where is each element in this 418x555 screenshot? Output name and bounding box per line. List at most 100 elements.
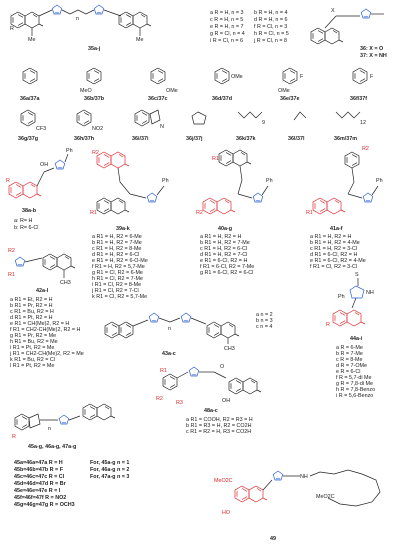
triazole-48 — [188, 366, 200, 377]
triazole-38 — [54, 159, 66, 170]
ring-36j — [191, 111, 207, 125]
variant-35i: i R = Cl, n = 6 — [210, 38, 243, 44]
variant-42c: c R1 = Bu, R2 = H — [10, 309, 54, 315]
triazole-42 — [14, 256, 26, 267]
variant-48b: b R1 = R3 = H, R2 = CO2H — [186, 423, 252, 429]
substituent-row-1: MeO OMe OMe OMe F F 36a/37a 36b/37b 36c/… — [20, 67, 374, 102]
atom-ph-41: Ph — [376, 178, 383, 184]
variants-41: a R1 = H, R2 = H b R1 = H, R2 = 4-Me c R… — [310, 234, 366, 270]
sub-36e-f: F — [300, 74, 304, 80]
label-36a: 36a/37a — [20, 96, 40, 102]
atom-x-36: X — [331, 8, 335, 14]
variant-48a: a R1 = COOH, R2 = R3 = H — [186, 417, 253, 423]
isatin-ring-45 — [28, 413, 41, 429]
variant-42k: k R1 = Bu, R2 = Cl — [10, 357, 55, 363]
compound-42: R2 R1 CH3 42a-l — [8, 248, 75, 294]
variant-35c: c R = H, n = 5 — [210, 17, 243, 23]
ring-36b — [86, 67, 102, 85]
variant-42a: a R1 = Et, R2 = H — [10, 297, 53, 303]
variants-39: a R1 = H, R2 = 6-Me b R1 = H, R2 = 7-Me … — [91, 234, 148, 300]
atom-r2-42: R2 — [8, 248, 15, 254]
variant-45f: 45f=46f=47f R = NO2 — [14, 495, 66, 501]
label-41: 41a-f — [330, 226, 343, 232]
variant-44a: a R = 6-Me — [336, 345, 363, 351]
coumarin-ring-36 — [311, 28, 343, 44]
atom-r2-41: R2 — [362, 146, 369, 152]
variant-43c: c n = 4 — [256, 324, 272, 330]
variant-39f: f R1 = H, R2 = 5,7-Me — [92, 264, 145, 270]
coumarin-ring-35-right — [119, 12, 151, 28]
variant-42f: f R1 = CH2-CH(Me)2, R2 = H — [10, 327, 81, 333]
atom-meo2c-49-b: MeO2C — [316, 494, 335, 500]
atom-ho-49: HO — [222, 510, 230, 516]
coumarin-ring-43 — [207, 322, 239, 338]
atom-r1-39: R1 — [90, 210, 97, 216]
triazole-40 — [252, 192, 264, 203]
atom-ph-44: Ph — [338, 294, 345, 300]
triazolethione-44 — [349, 285, 365, 299]
variant-42h: h R1 = Bu, R2 = Me — [10, 339, 58, 345]
variant-42g: g R1 = Pr, R2 = Me — [10, 333, 56, 339]
variant-40a: a R1 = H, R2 = H — [200, 234, 241, 240]
coumarin-ring-49 — [235, 486, 267, 502]
variant-39k: k R1 = Cl, R2 = 5,7-Me — [92, 294, 147, 300]
legend-37: 37: X = NH — [360, 53, 387, 59]
label-40: 40a-g — [218, 226, 232, 232]
label-36f: 36f/37f — [350, 96, 367, 102]
variant-39d: d R1 = H, R2 = 6-Cl — [92, 252, 139, 258]
atom-r-35: R — [10, 26, 14, 32]
variant-44d: d R = 7-OMe — [336, 363, 367, 369]
variants-40: a R1 = H, R2 = H b R1 = H, R2 = 7-Me c R… — [200, 234, 254, 276]
sub-36b: MeO — [80, 88, 92, 94]
atom-n-45: n — [48, 426, 51, 432]
atom-r2-39: R2 — [92, 150, 99, 156]
variants-44: a R = 6-Me b R = 7-Me c R = 8-Me d R = 7… — [336, 345, 375, 399]
atom-n-43: n — [168, 326, 171, 332]
compound-35: Me Me R n 35a-j — [10, 4, 151, 52]
label-36d: 36d/37d — [212, 96, 232, 102]
legend-36: 36: X = O — [360, 46, 383, 52]
variant-39b: b R1 = H, R2 = 7-Me — [92, 240, 142, 246]
atom-oh-38: OH — [40, 162, 48, 168]
variant-35h: h R = Cl, n = 5 — [254, 31, 289, 37]
variant-40f: f R1 = 6-Cl, R2 = 7-Me — [200, 264, 254, 270]
label-45: 45a-g, 46a-g, 47a-g — [28, 444, 76, 450]
label-36e: 36e/37e — [280, 96, 300, 102]
triazole-45 — [58, 414, 70, 425]
sub-36m: 12 — [360, 120, 366, 126]
atom-o-48: O — [220, 364, 224, 370]
variant-48c: c R1 = R2 = H, R3 = CO2H — [186, 429, 251, 435]
compound-41: Ph R2 R1 41a-f — [306, 146, 383, 232]
chain-36m — [335, 111, 361, 119]
variant-41b: b R1 = H, R2 = 4-Me — [310, 240, 360, 246]
compound-45-47: R n 45a-g, 46a-g, 47a-g — [12, 404, 115, 450]
variant-42d: d R1 = Pt, R2 = H — [10, 315, 53, 321]
triazole-35-b — [93, 4, 105, 15]
triazole-41 — [362, 192, 374, 203]
atom-r2-48: R2 — [156, 396, 163, 402]
variant-44b: b R = 7-Me — [336, 351, 363, 357]
variant-39h: h R1 = Cl, R2 = 7-Me — [92, 276, 143, 282]
variant-35d: d R = H, n = 6 — [254, 17, 288, 23]
variants-42: a R1 = Et, R2 = H b R1 = Pr, R2 = H c R1… — [9, 297, 84, 369]
atom-ph-38: Ph — [66, 148, 73, 154]
label-36g: 36g/37g — [18, 136, 38, 142]
quinolinone-ring-40 — [219, 150, 251, 166]
naphthalene-ring-b-43 — [118, 321, 134, 339]
ring-36g — [20, 109, 36, 127]
variant-44f: f R = 5,7-di Me — [336, 375, 372, 381]
compound-39: Ph R2 R1 39a-k — [90, 150, 169, 232]
variant-41a: a R1 = H, R2 = H — [310, 234, 351, 240]
variants-45: 45a=46a=47a R = H 45b=46b=47b R = F 45c=… — [14, 460, 129, 508]
variant-35b: b R = H, n = 4 — [254, 10, 288, 16]
variant-40b: b R1 = H, R2 = 7-Me — [200, 240, 250, 246]
atom-r1-48: R1 — [160, 368, 167, 374]
coumarin-ring-39-top — [97, 152, 129, 168]
atom-r1-41: R1 — [306, 210, 313, 216]
atom-r1-42: R1 — [8, 272, 15, 278]
label-36i: 36i/37i — [132, 136, 149, 142]
phenyl-ring-48 — [162, 373, 178, 391]
variant-38a: a: R= H — [14, 218, 33, 224]
